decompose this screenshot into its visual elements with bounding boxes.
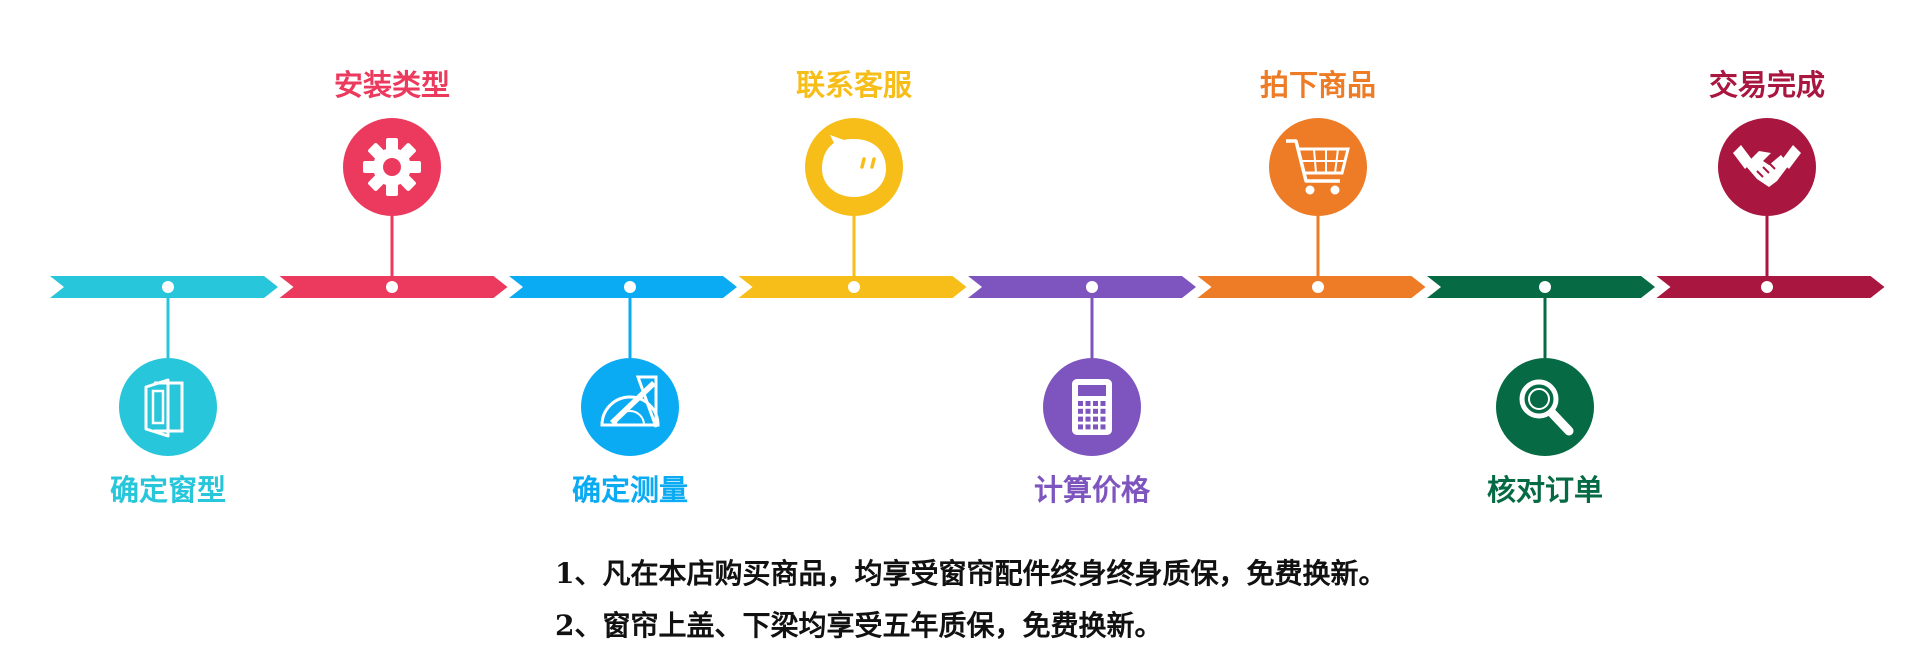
timeline-dot: [386, 281, 398, 293]
step-label: 核对订单: [1486, 473, 1603, 507]
timeline-dot: [1086, 281, 1098, 293]
timeline-step: [968, 276, 1196, 456]
timeline-dot: [848, 281, 860, 293]
step-label: 确定窗型: [109, 473, 226, 507]
chat-bubble-icon: [822, 135, 886, 197]
timeline-arrow-segment: [1197, 276, 1426, 298]
timeline-step: [1197, 118, 1426, 298]
gear-icon: [363, 138, 421, 196]
step-label: 交易完成: [1708, 68, 1825, 102]
door-icon: [144, 378, 184, 438]
step-label: 计算价格: [1033, 473, 1150, 507]
step-label: 联系客服: [795, 68, 912, 102]
shopping-cart-icon: [1286, 139, 1350, 195]
timeline-step: [50, 276, 278, 456]
timeline-dot: [624, 281, 636, 293]
note-line-1: 1、凡在本店购买商品，均享受窗帘配件终身终身质保，免费换新。: [555, 557, 1387, 590]
timeline-dot: [162, 281, 174, 293]
ruler-protractor-icon: [600, 375, 660, 428]
step-icon-circle: [1269, 118, 1367, 216]
note-line-2: 2、窗帘上盖、下梁均享受五年质保，免费换新。: [555, 609, 1163, 642]
timeline-step: [738, 118, 967, 298]
timeline-step: [1427, 276, 1655, 456]
step-label: 安装类型: [333, 68, 450, 102]
timeline-step: [1656, 118, 1885, 298]
magnifier-icon: [1519, 379, 1574, 436]
calculator-icon: [1072, 379, 1112, 435]
step-label: 拍下商品: [1259, 68, 1376, 102]
timeline-dot: [1761, 281, 1773, 293]
handshake-icon: [1733, 145, 1801, 187]
timeline-arrow-segment: [968, 276, 1196, 298]
step-label: 确定测量: [571, 473, 688, 507]
timeline-arrow-segment: [509, 276, 737, 298]
timeline-step: [279, 118, 508, 298]
timeline-dot: [1312, 281, 1324, 293]
timeline-step: [509, 276, 737, 456]
guarantee-notes: 1、凡在本店购买商品，均享受窗帘配件终身终身质保，免费换新。 2、窗帘上盖、下梁…: [555, 548, 1387, 652]
timeline-dot: [1539, 281, 1551, 293]
